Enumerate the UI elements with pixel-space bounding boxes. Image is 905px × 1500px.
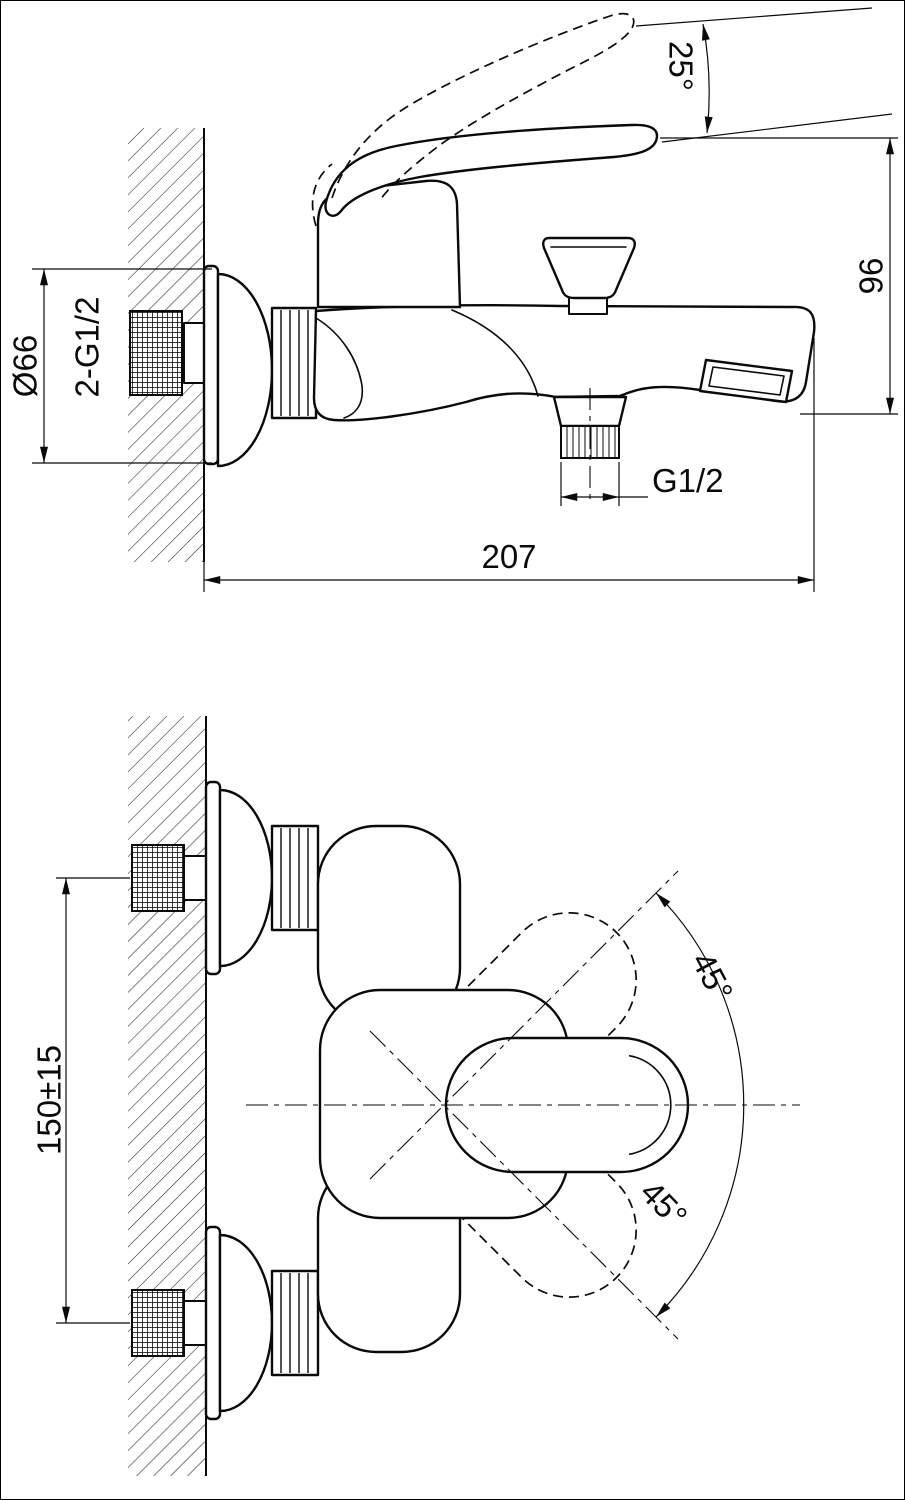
lower-connection [131, 1225, 320, 1421]
plan-view: 45° 45° 150±15 [31, 716, 800, 1476]
dim-hole-spacing: 150±15 [31, 877, 130, 1324]
dim-label-2-g12: 2-G1/2 [69, 297, 106, 398]
upper-connection [131, 780, 320, 976]
inlet-thread [129, 310, 183, 396]
dim-label-d66: Ø66 [7, 335, 44, 397]
handle-lever [324, 123, 659, 217]
escutcheon-plate [202, 264, 220, 466]
connector-nut [270, 1269, 320, 1377]
inlet-thread [131, 844, 185, 912]
handle-column [316, 179, 462, 309]
shower-outlet [552, 388, 628, 502]
dim-label-45-up: 45° [684, 946, 740, 1007]
inlet-thread [131, 1289, 185, 1357]
escutcheon [202, 264, 274, 468]
dim-label-25deg: 25° [662, 41, 699, 91]
connector-nut [270, 824, 320, 932]
centerlines [246, 870, 800, 1340]
dim-label-g12: G1/2 [652, 462, 724, 499]
escutcheon-dome [218, 1233, 274, 1413]
swing-arc [655, 892, 745, 1318]
escutcheon-dome [218, 788, 274, 968]
dim-overall-length: 207 [203, 338, 815, 592]
dim-height-96: 96 [660, 137, 898, 415]
spout-aerator [698, 358, 794, 404]
dim-label-96: 96 [853, 258, 890, 295]
dim-handle-angle: 25° [635, 7, 893, 143]
dim-label-45-down: 45° [633, 1173, 694, 1235]
connector-nut [270, 306, 318, 420]
side-view: 25° 96 Ø66 2-G1/2 G1/2 [7, 7, 898, 592]
body-seam [451, 309, 539, 397]
handle-grip-line [628, 1055, 672, 1155]
escutcheon-dome [216, 272, 274, 468]
wall-hatch [128, 716, 206, 1476]
dim-label-207: 207 [481, 538, 536, 575]
dim-flange-diameter: Ø66 2-G1/2 [7, 268, 212, 464]
dim-label-150: 150±15 [31, 1045, 68, 1155]
handle-top-view [318, 988, 690, 1220]
handle-raised-phantom [311, 12, 635, 227]
diverter-knob [542, 236, 636, 315]
escutcheon-plate [204, 780, 222, 976]
handle [316, 123, 659, 309]
dim-shower-thread: G1/2 [560, 462, 724, 506]
escutcheon-plate [204, 1225, 222, 1421]
inlet-connector [129, 310, 209, 396]
body-shoulder [315, 317, 364, 419]
